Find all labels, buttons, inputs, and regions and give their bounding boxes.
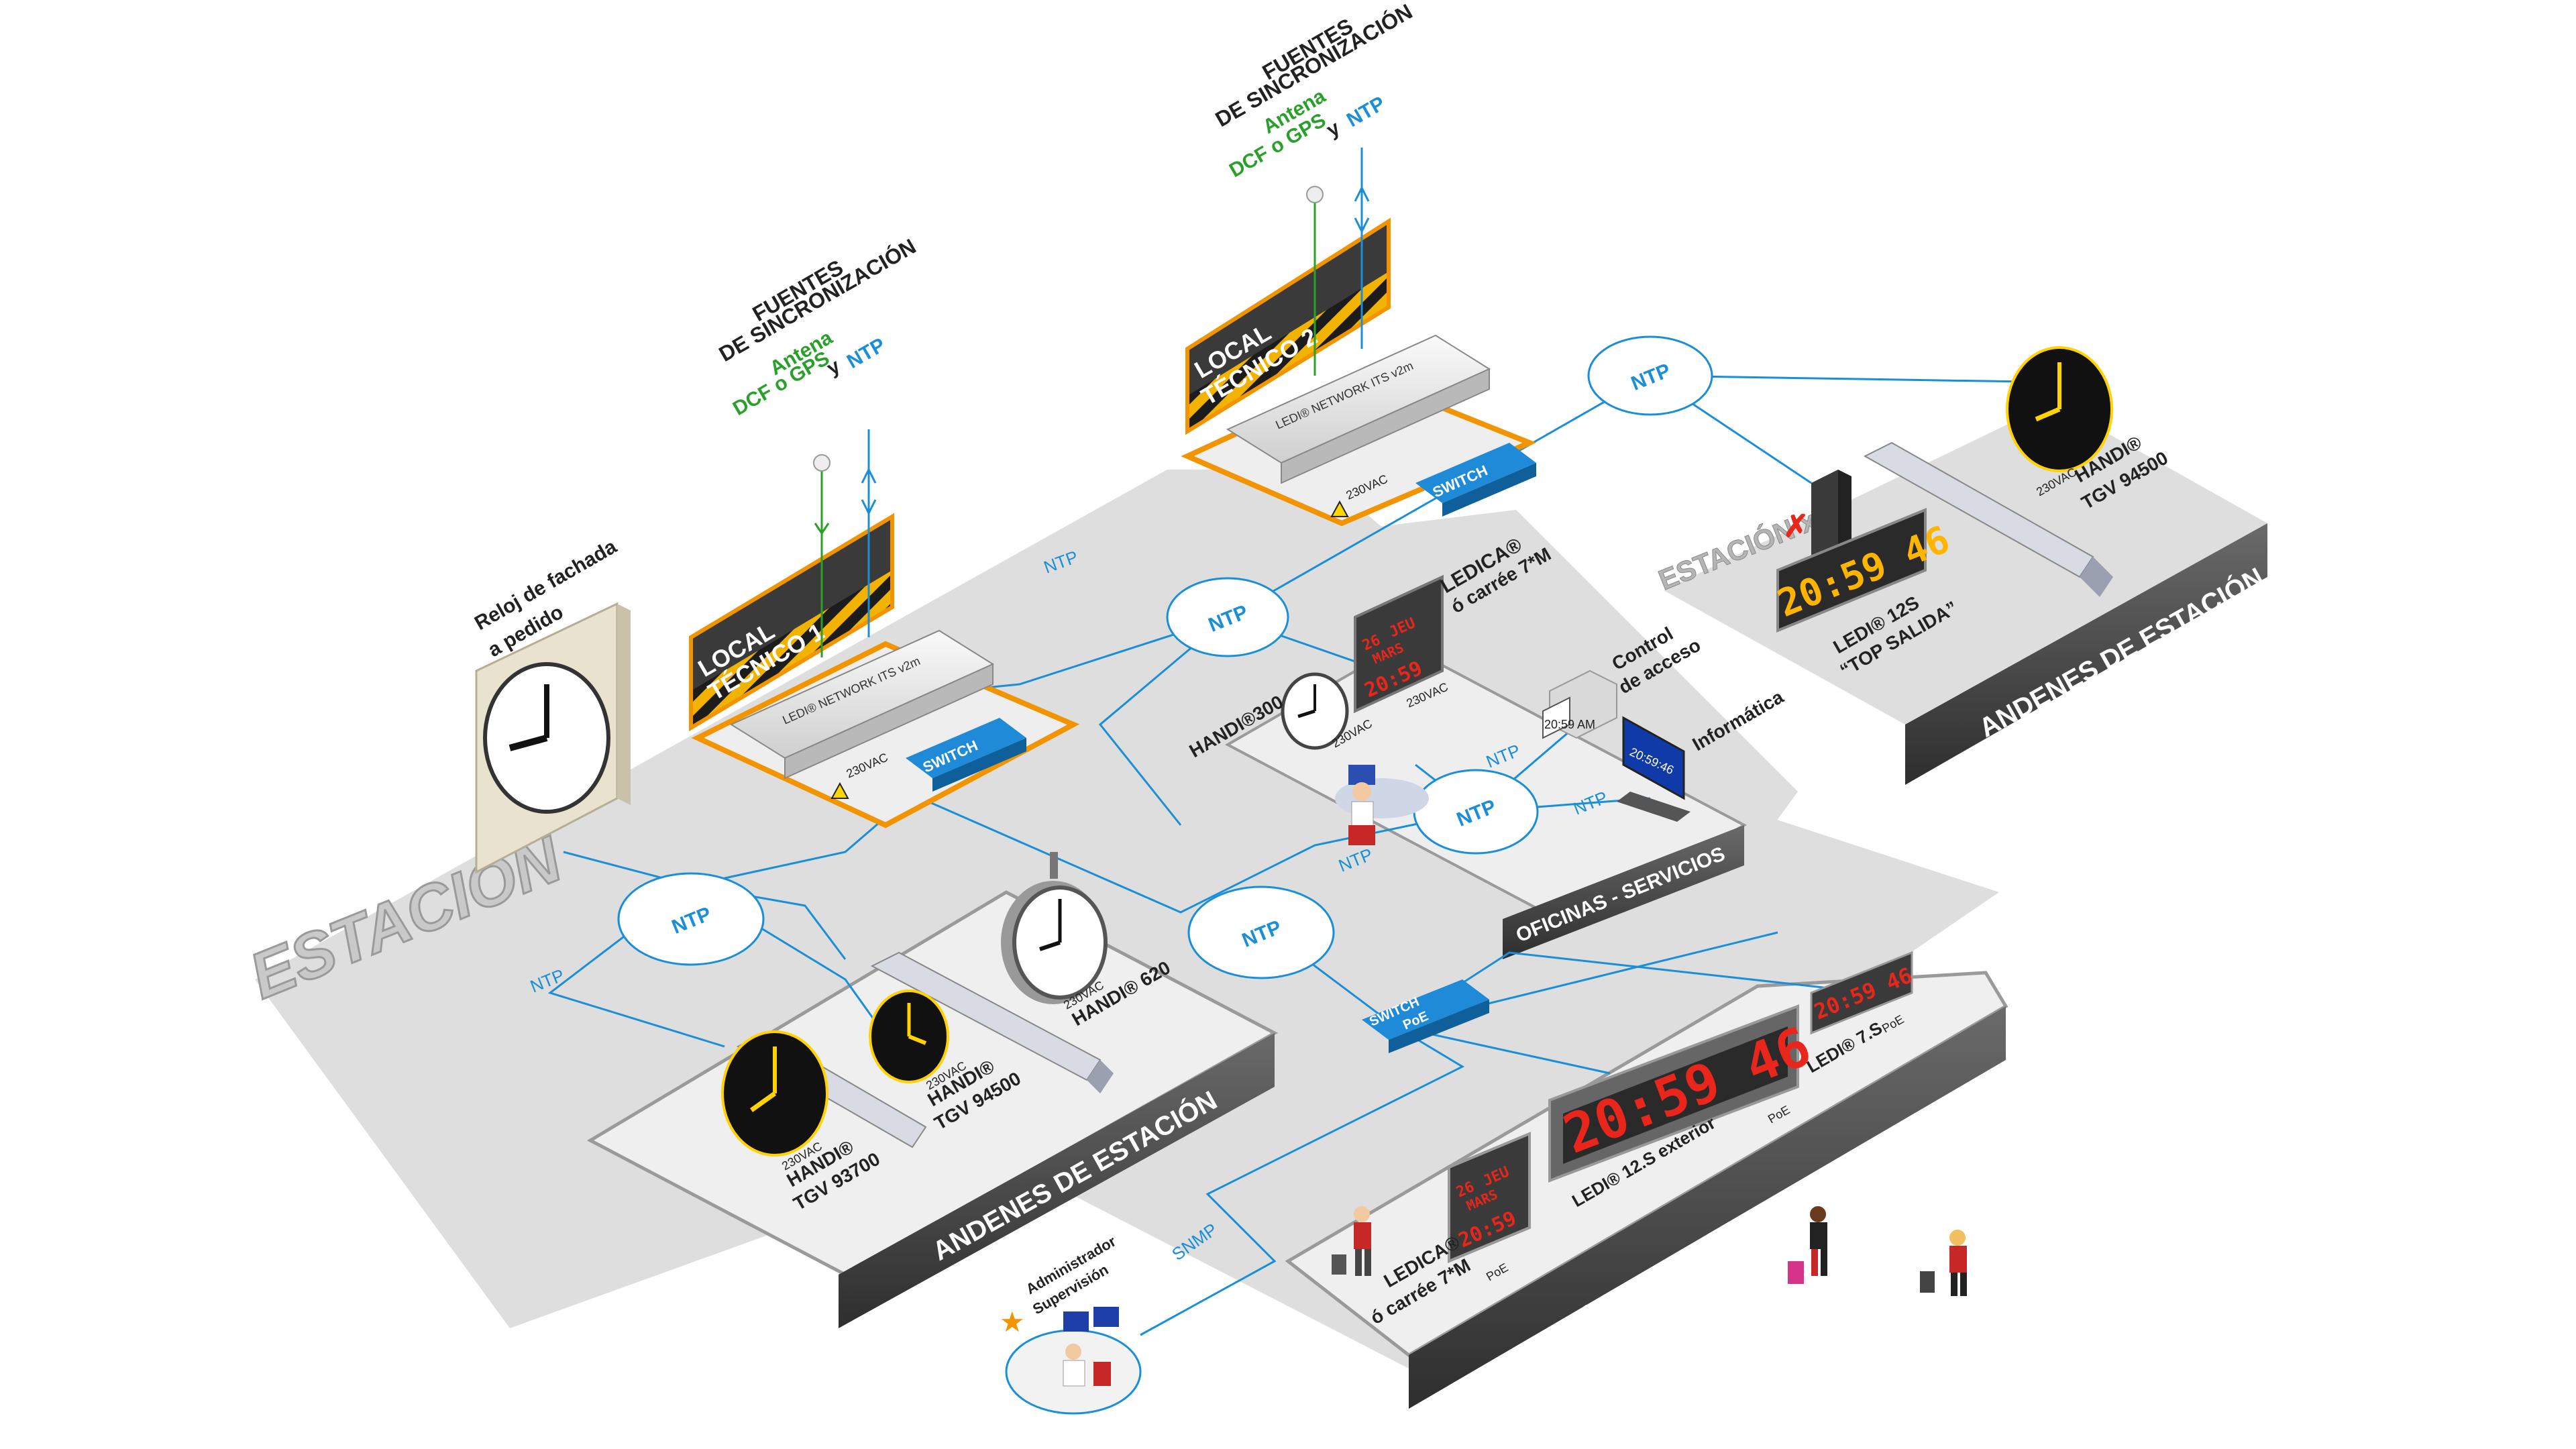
person-with-luggage-3 — [1920, 1230, 1967, 1296]
person-with-luggage-2 — [1788, 1206, 1827, 1284]
local-2-switch: SWITCH — [1415, 443, 1536, 517]
local-tecnico-2: LOCAL TÉCNICO 2 LEDI® NETWORK ITS v2m 23… — [1181, 148, 1537, 527]
ntp-node-4: NTP — [1413, 769, 1539, 855]
svg-text:y: y — [1323, 117, 1344, 142]
train-1 — [870, 951, 1114, 1093]
local-tecnico-1: LOCAL TÉCNICO 1 LEDI® NETWORK ITS v2m 23… — [689, 429, 1080, 828]
star-icon: ★ — [1000, 1306, 1025, 1338]
admin-supervision: ★ Administrador Supervisión — [1000, 1232, 1142, 1415]
train-3 — [1863, 441, 2113, 597]
person-with-luggage-1 — [1332, 1206, 1371, 1276]
office-operator — [1335, 765, 1429, 845]
sync-sources-2: FUENTES DE SINCRONIZACIÓN Antena DCF o G… — [1212, 0, 1417, 182]
local-1-switch: SWITCH — [906, 718, 1026, 792]
svg-text:NTP: NTP — [843, 333, 889, 373]
svg-text:y: y — [823, 355, 844, 380]
ntp-node-3: NTP — [1187, 885, 1335, 979]
ntp-node-1: NTP — [617, 872, 765, 966]
warning-icon — [830, 782, 849, 799]
svg-text:NTP: NTP — [1343, 92, 1389, 131]
warning-icon — [1330, 500, 1349, 517]
svg-text:20:59 AM: 20:59 AM — [1544, 718, 1595, 731]
handi-620-clock: HANDI® 620 230VAC — [1001, 852, 1174, 1030]
sync-sources-1: FUENTES DE SINCRONIZACIÓN Antena DCF o G… — [715, 234, 920, 420]
disconnected-x-icon: ✗ — [1783, 508, 1809, 543]
ntp-node-5: NTP — [1587, 335, 1713, 416]
ntp-node-2: NTP — [1166, 577, 1289, 657]
